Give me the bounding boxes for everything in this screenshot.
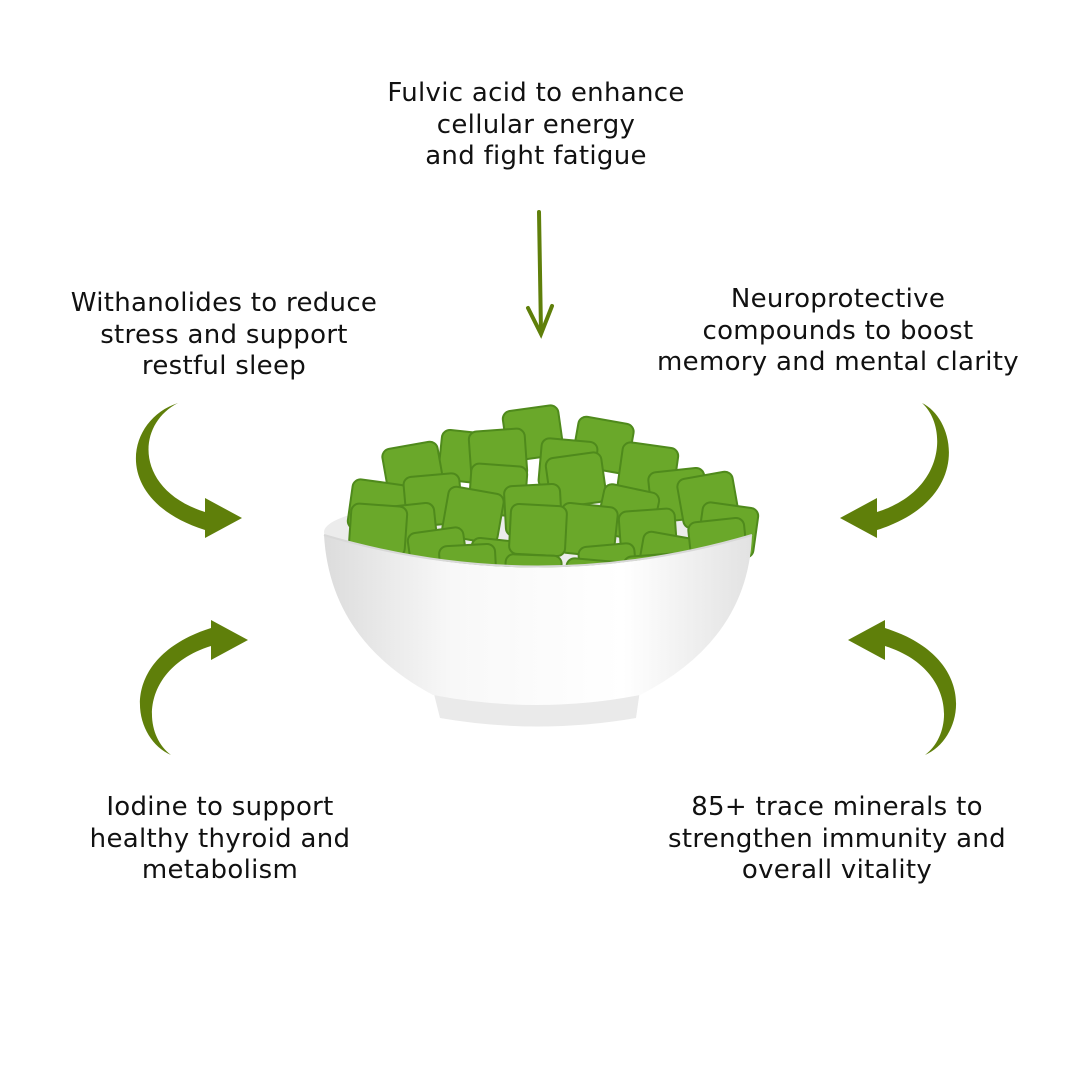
text-line: compounds to boost [702, 315, 974, 346]
text-line: memory and mental clarity [657, 347, 1019, 377]
curved-arrow-icon-top-right [840, 403, 949, 538]
bowl-of-green-gummies [323, 404, 760, 727]
arrow-down-icon [526, 210, 554, 339]
curved-arrow-icon-bottom-right [848, 620, 957, 755]
text-line: 85+ trace minerals to [691, 792, 983, 822]
curved-arrow-icon-top-left [135, 403, 242, 538]
curved-arrow-icon-bottom-left [139, 620, 248, 755]
text-line: restful sleep [141, 351, 307, 381]
text-line: strengthen immunity and [668, 823, 1006, 854]
benefit-iodine: Iodine to support healthy thyroid and me… [20, 792, 420, 887]
text-line: Neuroprotective [730, 284, 946, 314]
text-line: Withanolides to reduce [70, 288, 378, 318]
benefit-neuroprotective: Neuroprotective compounds to boost memor… [628, 284, 1048, 379]
benefit-withanolides: Withanolides to reduce stress and suppor… [24, 288, 424, 383]
text-line: cellular energy [436, 109, 636, 140]
benefit-trace-minerals: 85+ trace minerals to strengthen immunit… [627, 792, 1047, 887]
gummy-cube [508, 502, 568, 558]
text-line: Iodine to support [106, 792, 334, 822]
text-line: and fight fatigue [425, 141, 647, 171]
text-line: metabolism [141, 855, 299, 885]
text-line: healthy thyroid and [89, 823, 351, 854]
text-line: stress and support [100, 319, 348, 350]
text-line: Fulvic acid to enhance [387, 78, 685, 108]
benefit-fulvic-acid: Fulvic acid to enhance cellular energy a… [330, 78, 742, 173]
text-line: overall vitality [741, 855, 933, 885]
